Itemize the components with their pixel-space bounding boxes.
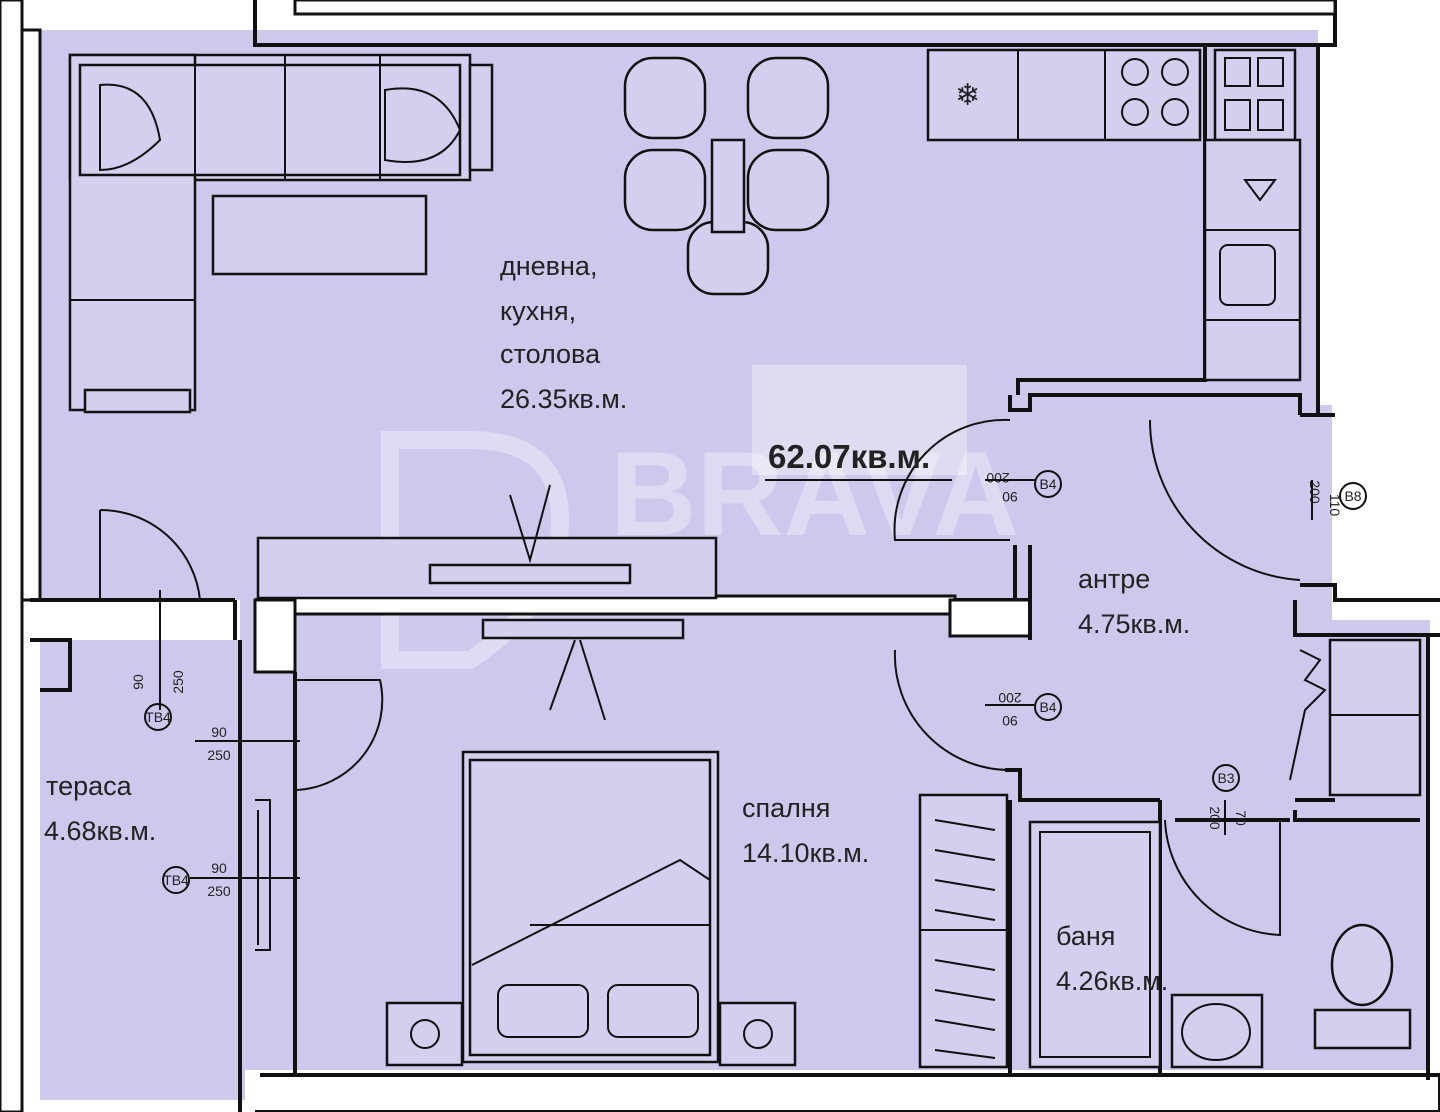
bed: [385, 750, 797, 1067]
door-swing-bedroom: [294, 679, 384, 791]
terrace-area: 4.68кв.м.: [44, 816, 156, 846]
tag-fraction-bottom: 90: [1002, 489, 1018, 505]
bedroom-area: 14.10кв.м.: [742, 838, 869, 868]
bathroom-fixtures: [1028, 638, 1422, 1069]
tag-code: ТВ4: [145, 709, 171, 725]
door-tag-terrace-3: ТВ4 90 250: [162, 860, 300, 899]
watermark-panel: [752, 365, 967, 475]
door-swing-terrace: [99, 508, 201, 601]
total-area-label: 62.07кв.м.: [765, 438, 952, 481]
sofa: [68, 53, 494, 414]
tag-fraction-top: 90: [211, 724, 227, 740]
kitchen: ❄: [926, 48, 1302, 382]
tag-code: В8: [1344, 488, 1361, 504]
tag-fraction-bottom: 250: [207, 747, 231, 763]
tag-code: В3: [1217, 770, 1234, 786]
door-tag-b4-top: 200 90 В4: [985, 470, 1062, 505]
tag-fraction-top: 90: [130, 674, 146, 690]
furniture: ❄: [68, 48, 1422, 1069]
door-tag-b4-low: 200 90 В4: [985, 690, 1062, 729]
tag-fraction-bottom: 90: [1002, 713, 1018, 729]
tag-fraction-bottom: 250: [170, 670, 186, 694]
wardrobe: [918, 793, 1009, 1069]
doors: [99, 418, 1301, 951]
door-swing-bath: [1164, 819, 1281, 937]
tag-fraction-top: 200: [1307, 480, 1323, 504]
living-label-line1: дневна,: [500, 251, 597, 281]
floor-hall: [1000, 405, 1332, 800]
door-swing-bedroom-hall: [893, 649, 1011, 772]
door-tag-b8: 200 110 В8: [1307, 480, 1367, 520]
dining-set: [623, 56, 830, 296]
living-label-line2: кухня,: [500, 296, 576, 326]
tv-unit: [256, 484, 718, 721]
bedroom-name: спалня: [742, 793, 830, 823]
tag-code: В4: [1039, 699, 1056, 715]
coffee-table: [211, 194, 428, 276]
door-tag-terrace-1: 90 250 ТВ4: [130, 590, 186, 731]
door-tag-b3: В3 200 70: [1207, 764, 1249, 835]
room-label-hall: антре 4.75кв.м.: [1078, 564, 1190, 639]
door-swing-entrance: [1148, 419, 1301, 581]
bath-area: 4.26кв.м.: [1056, 966, 1168, 996]
hall-area: 4.75кв.м.: [1078, 609, 1190, 639]
door-tag-terrace-2: 90 250: [195, 724, 300, 763]
tag-code: ТВ4: [163, 872, 189, 888]
tag-code: В4: [1039, 476, 1056, 492]
room-label-bath: баня 4.26кв.м.: [1056, 921, 1168, 996]
hall-name: антре: [1078, 564, 1150, 594]
terrace-name: тераса: [46, 771, 133, 801]
room-label-bedroom: спалня 14.10кв.м.: [742, 793, 869, 868]
tag-fraction-top: 90: [211, 860, 227, 876]
fridge-icon: ❄: [955, 78, 980, 113]
living-label-line3: столова: [500, 339, 601, 369]
total-area: 62.07кв.м.: [768, 438, 930, 475]
tag-fraction-top: 200: [1207, 806, 1223, 830]
bath-name: баня: [1056, 921, 1115, 951]
floor-terrace: [40, 640, 245, 1100]
living-area: 26.35кв.м.: [500, 384, 627, 414]
tag-fraction-top: 200: [986, 470, 1010, 486]
tag-fraction-bottom: 250: [207, 883, 231, 899]
tag-fraction-top: 200: [998, 690, 1022, 706]
room-label-terrace: тераса 4.68кв.м.: [44, 771, 156, 846]
room-label-living: дневна, кухня, столова 26.35кв.м.: [500, 251, 627, 414]
tag-fraction-bottom: 110: [1327, 494, 1343, 517]
door-swing-living: [893, 418, 1011, 541]
tag-fraction-bottom: 70: [1233, 810, 1249, 826]
